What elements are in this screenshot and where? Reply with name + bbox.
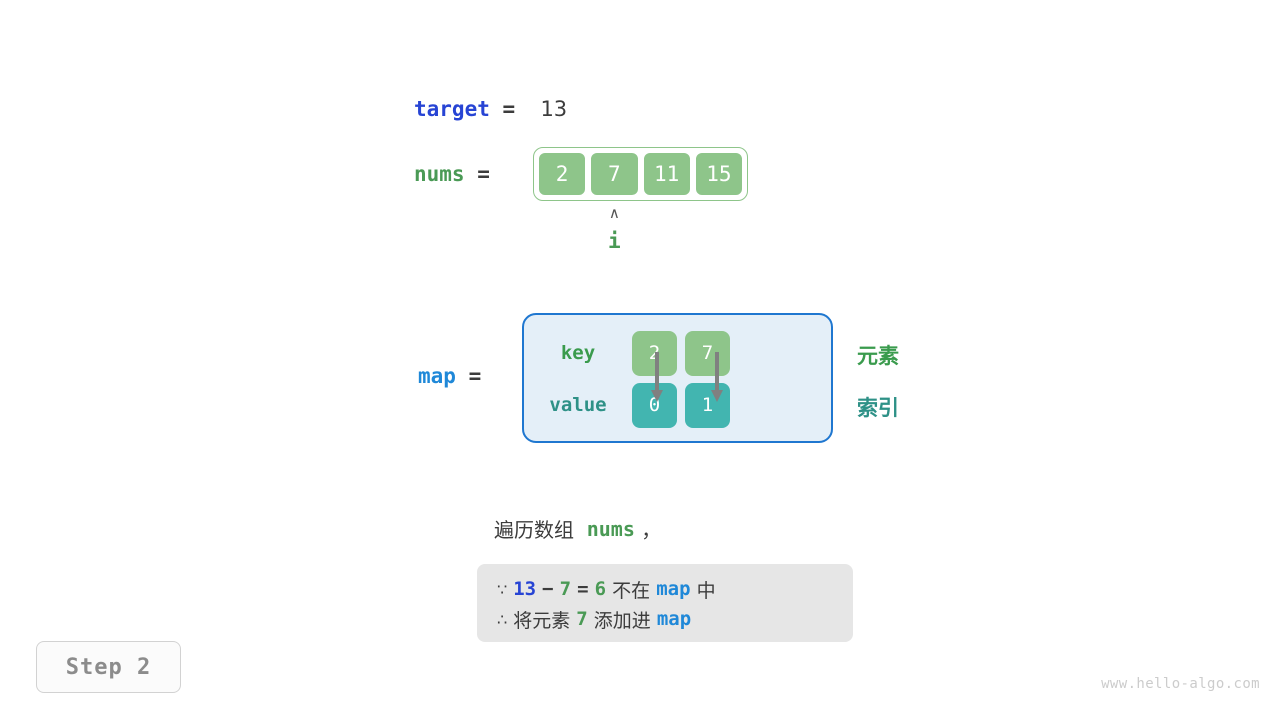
because-symbol: ∵	[497, 579, 508, 599]
nums-array: 2 7 11 15	[533, 147, 748, 201]
annotation-keys-are-elements: 元素	[857, 344, 899, 368]
reasoning-note-box: ∵ 13 − 7 = 6 不在 map 中 ∴ 将元素 7 添加进	[477, 564, 853, 642]
map-equals-sign: =	[455, 364, 494, 388]
caption-nums-var: nums	[586, 516, 635, 541]
map-variable-label: map	[418, 364, 456, 388]
hash-map-key-cell: 7	[685, 330, 730, 376]
note-map-ref: map	[656, 578, 691, 600]
hash-map-container: key 2 7 value 0 1	[522, 313, 833, 443]
target-variable-label: target	[414, 97, 490, 121]
note-map-ref: map	[656, 608, 692, 630]
caption-prefix: 遍历数组	[494, 518, 574, 542]
note-added-value: 7	[576, 608, 588, 630]
hash-map-value-cell: 0	[632, 382, 677, 428]
note-equals-sign: =	[577, 578, 589, 600]
note-current-element: 7	[559, 578, 572, 600]
map-assignment-row: map =	[418, 364, 494, 388]
index-pointer-i: ∧ i	[587, 206, 642, 252]
note-line-2: ∴ 将元素 7 添加进 map	[497, 604, 833, 634]
target-equals-sign: =	[489, 97, 541, 121]
target-assignment-row: target = 13	[414, 95, 567, 123]
array-cell: 15	[693, 151, 744, 197]
caption-traverse-nums: 遍历数组 nums ，	[494, 514, 661, 543]
note-target-value: 13	[513, 578, 537, 600]
therefore-symbol: ∴	[497, 609, 508, 629]
hash-map-key-row-label: key	[560, 342, 596, 364]
nums-variable-label: nums	[414, 162, 465, 186]
hash-map-key-cells: 2 7	[632, 330, 730, 376]
note-not-in-text: 不在	[612, 579, 651, 602]
note-add-element-text: 将元素	[513, 609, 571, 632]
annotation-values-are-indices: 索引	[857, 396, 899, 420]
step-badge: Step 2	[36, 641, 181, 693]
note-tail-text: 中	[696, 579, 716, 602]
caret-up-icon: ∧	[608, 204, 620, 222]
note-minus-sign: −	[542, 578, 554, 600]
hash-map-value-cells: 0 1	[632, 382, 730, 428]
hash-map-value-row-label: value	[549, 394, 607, 416]
hash-map-key-cell: 2	[632, 330, 677, 376]
nums-assignment-row: nums =	[414, 160, 503, 188]
hash-map-key-row: key 2 7	[524, 327, 831, 379]
note-complement-value: 6	[594, 578, 607, 600]
hash-map-value-cell: 1	[685, 382, 730, 428]
index-pointer-label: i	[608, 229, 621, 253]
array-cell: 7	[589, 151, 640, 197]
nums-equals-sign: =	[464, 162, 503, 186]
note-add-into-text: 添加进	[593, 609, 651, 632]
target-value: 13	[540, 97, 568, 121]
watermark: www.hello-algo.com	[1101, 676, 1260, 692]
array-cell: 11	[641, 151, 692, 197]
array-cell: 2	[537, 151, 588, 197]
hash-map-value-row: value 0 1	[524, 379, 831, 431]
note-line-1: ∵ 13 − 7 = 6 不在 map 中	[497, 574, 833, 604]
caption-suffix: ，	[641, 518, 662, 542]
